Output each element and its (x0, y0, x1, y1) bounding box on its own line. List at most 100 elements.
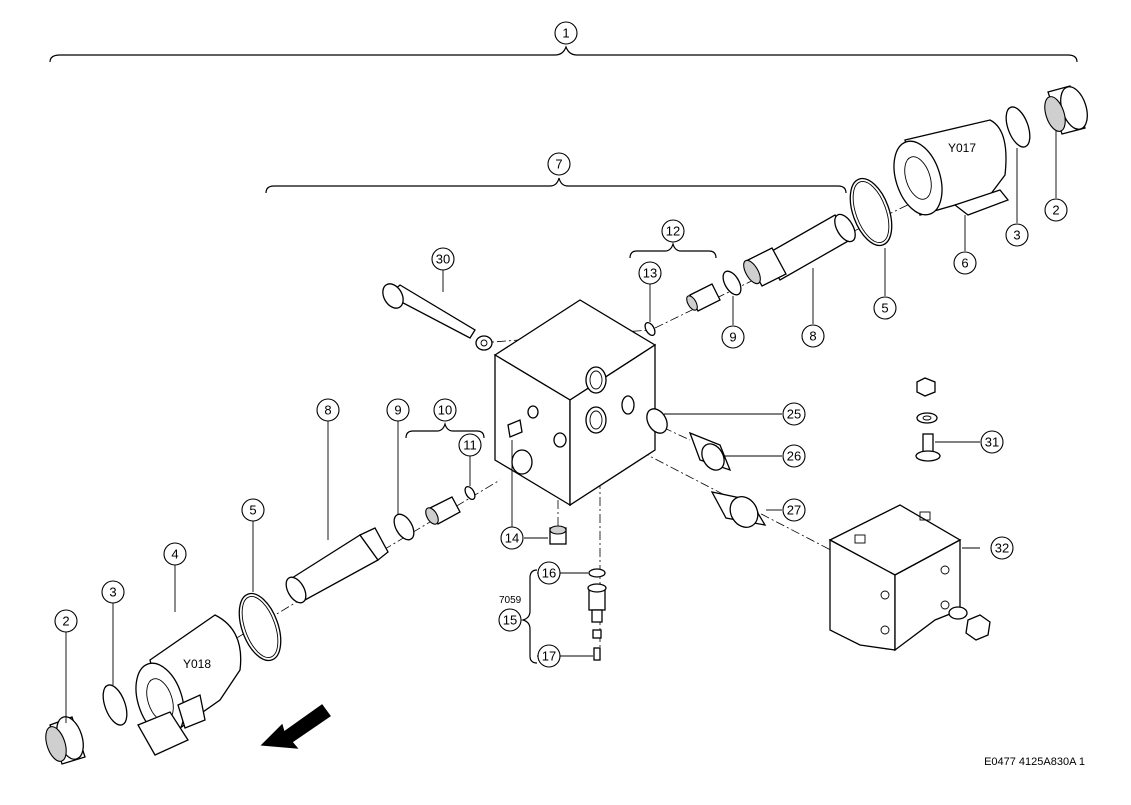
svg-text:16: 16 (542, 566, 556, 581)
svg-text:8: 8 (809, 329, 816, 344)
callout-26: 26 (782, 444, 806, 468)
coil-bottom-label: Y018 (183, 657, 211, 671)
kit-code-label: 7059 (499, 595, 522, 606)
callout-6: 6 (953, 251, 977, 275)
svg-text:2: 2 (1052, 203, 1059, 218)
o-ring-5-top-inner (852, 181, 890, 243)
fitting-15 (587, 583, 607, 623)
valve-insert-10 (425, 496, 461, 525)
callout-31: 31 (980, 430, 1004, 454)
valve-block (493, 299, 657, 507)
callout-5-bottom: 5 (241, 498, 265, 522)
svg-text:5: 5 (881, 301, 888, 316)
callout-12: 12 (661, 219, 685, 243)
svg-text:3: 3 (1013, 228, 1020, 243)
callout-5-top: 5 (873, 296, 897, 320)
brace-assembly-15 (520, 569, 538, 664)
svg-text:14: 14 (505, 531, 519, 546)
direction-arrow (260, 704, 331, 749)
svg-text:12: 12 (666, 224, 680, 239)
o-ring-25 (646, 408, 668, 434)
fastener-stack-31 (915, 377, 941, 462)
callout-32: 32 (990, 536, 1014, 560)
leader-lines (65, 130, 1057, 723)
svg-text:30: 30 (436, 252, 450, 267)
svg-text:11: 11 (463, 438, 477, 453)
svg-text:3: 3 (109, 585, 116, 600)
svg-text:5: 5 (249, 503, 256, 518)
svg-text:13: 13 (643, 266, 657, 281)
plug-14 (549, 525, 567, 545)
svg-text:4: 4 (171, 547, 178, 562)
callout-11: 11 (458, 433, 482, 457)
valve-insert-12 (686, 283, 721, 312)
o-ring-9-bottom (393, 513, 415, 541)
brace-assembly-7 (265, 177, 847, 194)
callout-2-top: 2 (1044, 198, 1068, 222)
bolt-30 (382, 283, 493, 351)
o-ring-5-bottom (238, 592, 282, 662)
svg-text:31: 31 (985, 435, 999, 450)
svg-text:6: 6 (961, 256, 968, 271)
callout-16: 16 (537, 561, 561, 585)
valve-cartridge-8-bottom (285, 527, 389, 604)
washer-bracket (948, 606, 968, 620)
solenoid-coil-y018: Y018 (135, 614, 242, 756)
solenoid-coil-y017: Y017 (893, 119, 1010, 216)
svg-text:9: 9 (729, 330, 736, 345)
drawing-reference: E0477 4125A830A 1 (984, 756, 1085, 768)
callout-9-top: 9 (721, 325, 745, 349)
o-ring-5-top (849, 177, 893, 247)
o-ring-3-bottom (102, 684, 128, 726)
callout-8-bottom: 8 (316, 398, 340, 422)
callout-9-bottom: 9 (386, 398, 410, 422)
knurled-nut-2-top (1044, 85, 1088, 135)
callout-15: 15 (498, 608, 522, 632)
callout-17: 17 (537, 644, 561, 668)
callout-3-bottom: 3 (101, 580, 125, 604)
svg-text:32: 32 (995, 541, 1009, 556)
o-ring-9-top (722, 270, 742, 296)
coil-top-label: Y017 (948, 141, 976, 155)
svg-text:7: 7 (555, 157, 562, 172)
callout-7: 7 (547, 152, 571, 176)
fitting-27 (710, 491, 767, 528)
callout-30: 30 (431, 247, 455, 271)
brace-assembly-10 (405, 421, 485, 439)
o-ring-13 (644, 321, 656, 337)
svg-text:27: 27 (787, 503, 801, 518)
bracket-32 (828, 504, 962, 652)
o-ring-5-bottom-inner (241, 596, 279, 658)
o-ring-11 (464, 485, 476, 501)
fitting-26 (688, 431, 732, 472)
callout-13: 13 (638, 261, 662, 285)
svg-text:15: 15 (503, 613, 517, 628)
svg-text:25: 25 (787, 407, 801, 422)
brace-assembly-12 (629, 241, 717, 259)
callout-27: 27 (782, 498, 806, 522)
svg-text:2: 2 (62, 614, 69, 629)
callout-4: 4 (163, 542, 187, 566)
svg-text:10: 10 (438, 403, 452, 418)
svg-text:1: 1 (562, 26, 569, 41)
svg-text:9: 9 (394, 403, 401, 418)
callout-2-bottom: 2 (54, 609, 78, 633)
callout-14: 14 (500, 526, 524, 550)
o-ring-3-top (1005, 106, 1031, 148)
nut-bracket (965, 614, 991, 641)
brace-assembly-1 (49, 45, 1078, 63)
callout-3-top: 3 (1005, 223, 1029, 247)
callout-1: 1 (554, 21, 578, 45)
svg-text:17: 17 (542, 649, 556, 664)
valve-cartridge-8-top (743, 213, 856, 287)
o-ring-16 (588, 568, 606, 578)
svg-text:26: 26 (787, 449, 801, 464)
callout-25: 25 (782, 402, 806, 426)
svg-text:8: 8 (324, 403, 331, 418)
knurled-nut-2-bottom (45, 716, 86, 765)
callout-10: 10 (433, 398, 457, 422)
callout-8-top: 8 (801, 324, 825, 348)
pin-17 (592, 629, 602, 661)
